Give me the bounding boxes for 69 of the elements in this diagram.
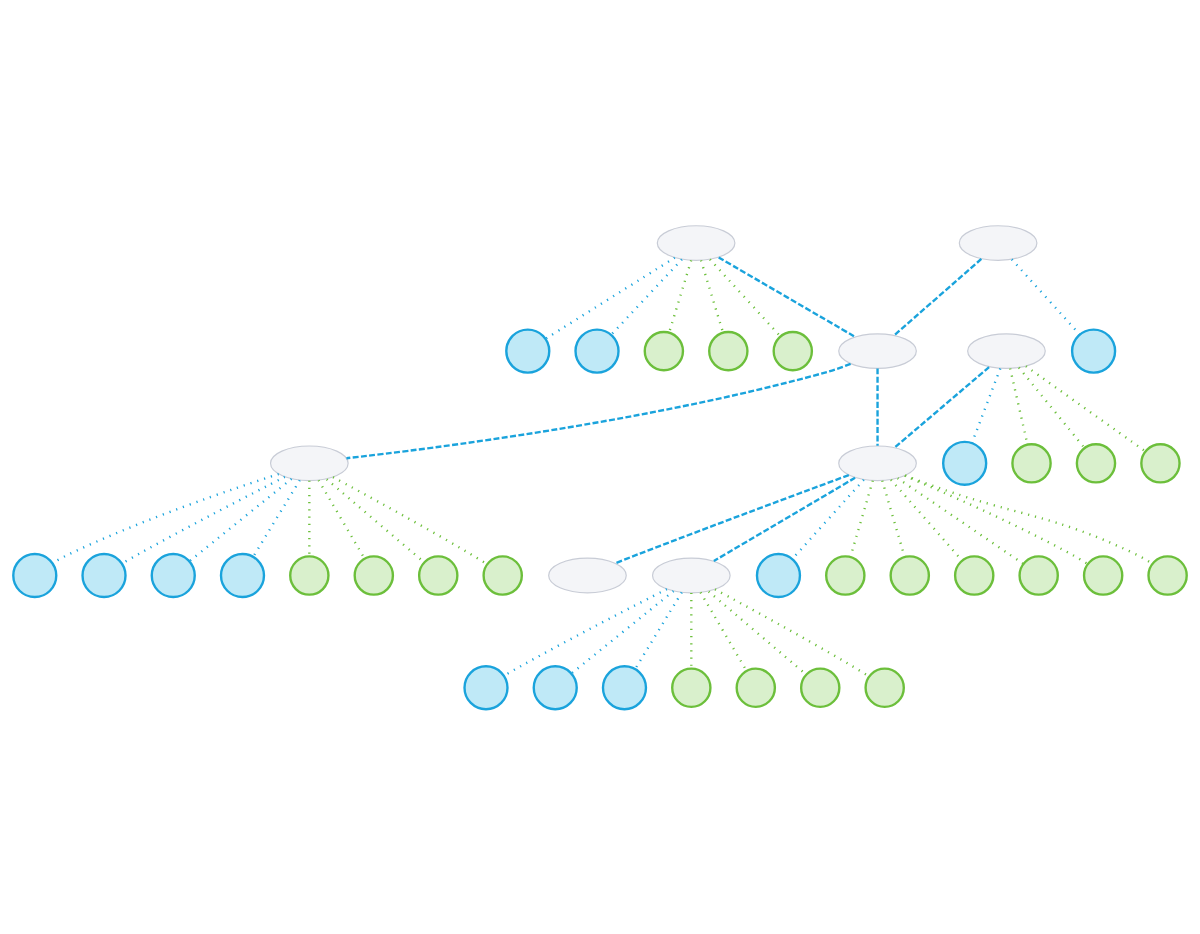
node-circle [574, 327, 620, 374]
node-ellipse [656, 224, 736, 261]
connector [346, 362, 852, 459]
connector [1025, 364, 1146, 452]
node-circle [81, 552, 127, 598]
connector [970, 367, 1002, 443]
connector [713, 476, 856, 562]
node-ellipse [958, 224, 1038, 261]
node-person [772, 330, 814, 371]
connector [308, 480, 311, 556]
node-person [417, 554, 459, 596]
connector [614, 473, 850, 564]
node-person [1082, 554, 1124, 596]
node-circle [505, 327, 551, 374]
connector [189, 477, 293, 562]
connector [690, 592, 693, 668]
node-ellipse [269, 444, 349, 481]
connector [893, 365, 990, 448]
connector [849, 479, 874, 557]
node-person [671, 666, 712, 708]
node-circle [755, 552, 802, 598]
node-ellipse [548, 557, 627, 593]
connector [317, 479, 366, 559]
node-circle [601, 664, 648, 710]
node-person [1140, 442, 1181, 484]
node-person [289, 554, 330, 596]
node-person [1011, 442, 1052, 484]
connector [610, 258, 683, 336]
node-circle [12, 552, 58, 598]
node-circle [942, 440, 988, 486]
connector [881, 479, 906, 557]
connector [896, 476, 1024, 565]
node-person [735, 666, 777, 708]
connector [904, 474, 1089, 565]
connector [571, 589, 675, 674]
connector [718, 255, 856, 338]
node-person [482, 554, 523, 596]
node-circle [532, 664, 578, 710]
connector [668, 259, 693, 333]
node-ellipse [967, 332, 1046, 369]
node-person [1147, 554, 1188, 596]
node-circle [463, 664, 509, 710]
connector [545, 256, 676, 340]
node-person [1075, 442, 1117, 484]
node-person [864, 666, 905, 708]
node-person [799, 666, 841, 708]
connector [699, 259, 725, 333]
node-ellipse [838, 332, 917, 369]
node-circle [1070, 327, 1117, 374]
node-ellipse [838, 444, 917, 481]
node-person [825, 554, 866, 596]
connector [699, 591, 748, 671]
node-person [1018, 554, 1059, 596]
connector [709, 258, 782, 337]
connector [893, 257, 983, 336]
node-ellipse [651, 557, 731, 593]
node-person [353, 554, 395, 596]
node-person [708, 330, 749, 371]
connector [1018, 366, 1086, 449]
node-person [889, 554, 931, 596]
connector [634, 591, 683, 670]
connector [876, 368, 879, 446]
node-person [643, 330, 685, 371]
connector [1010, 258, 1081, 335]
connector [904, 473, 1153, 565]
node-circle [150, 552, 196, 598]
connector [252, 479, 301, 557]
node-person [953, 554, 995, 596]
node-circle [219, 552, 266, 598]
